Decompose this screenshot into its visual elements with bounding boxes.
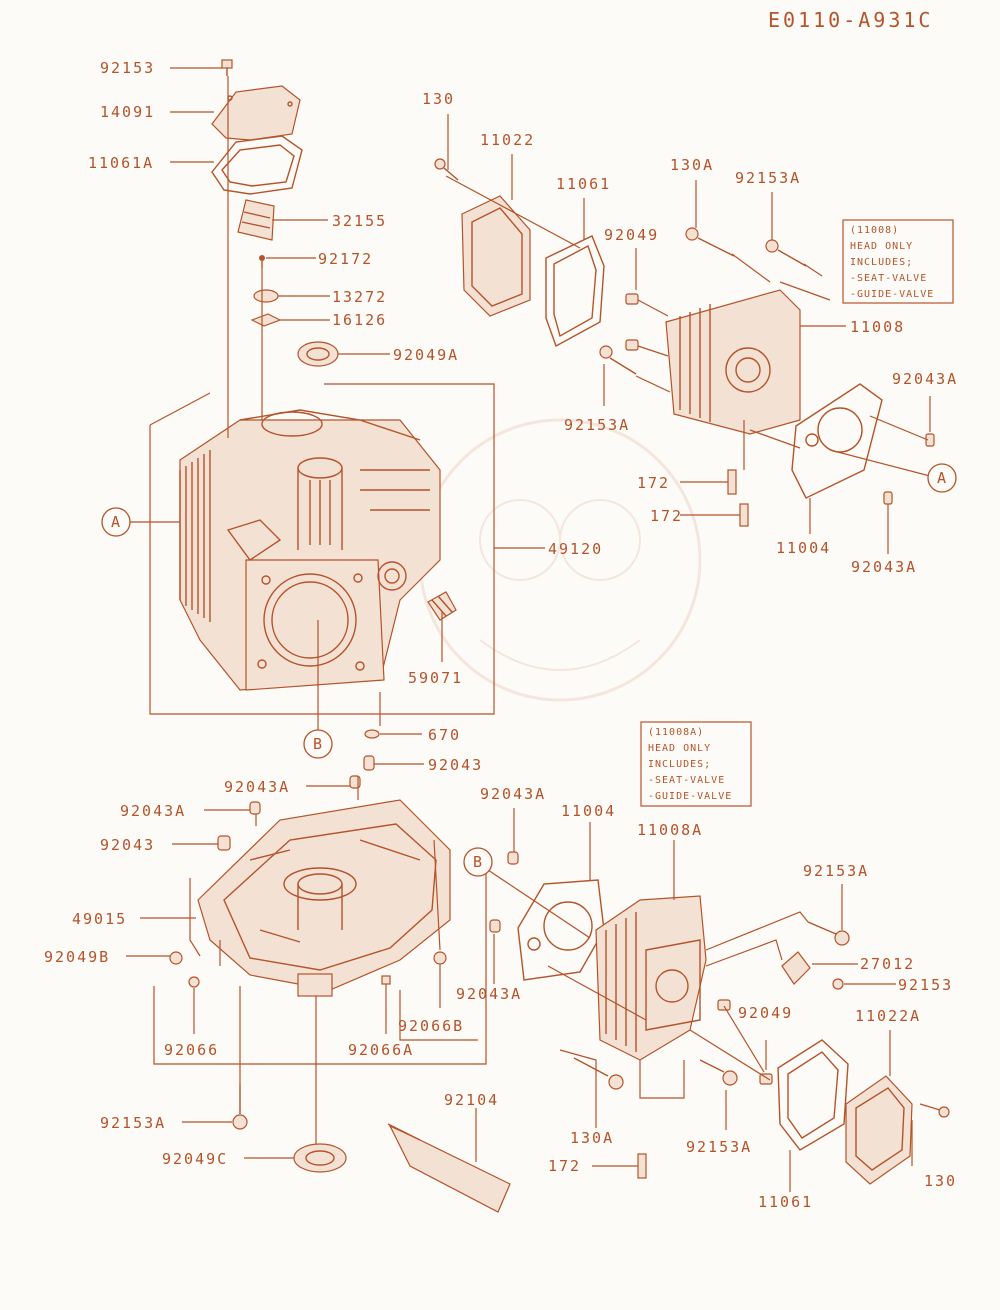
part-label: 11004 <box>561 802 616 820</box>
part-label: 92153 <box>100 59 155 77</box>
part-label: 92043A <box>120 802 186 820</box>
part-label: 92049 <box>604 226 659 244</box>
part-label: 92153A <box>564 416 630 434</box>
part-label: 13272 <box>332 288 387 306</box>
part-label: 92153A <box>100 1114 166 1132</box>
part-label: 32155 <box>332 212 387 230</box>
part-label: 16126 <box>332 311 387 329</box>
part-label: 92153A <box>686 1138 752 1156</box>
watermark-logo <box>418 418 702 702</box>
cover-14091 <box>211 85 301 141</box>
screen-32155 <box>237 199 275 241</box>
note-box-11008: (11008) HEAD ONLY INCLUDES; -SEAT-VALVE … <box>842 219 954 304</box>
svg-text:-GUIDE-VALVE: -GUIDE-VALVE <box>850 289 934 300</box>
part-label: 130A <box>570 1129 614 1147</box>
svg-text:B: B <box>473 853 482 871</box>
part-label: 59071 <box>408 669 463 687</box>
head-gasket-11004 <box>791 383 883 499</box>
part-label: 92066B <box>398 1017 464 1035</box>
part-label: 92153A <box>803 862 869 880</box>
part-label: 49015 <box>72 910 127 928</box>
part-label: 92066A <box>348 1041 414 1059</box>
svg-text:B: B <box>313 735 322 753</box>
svg-text:INCLUDES;: INCLUDES; <box>850 257 913 268</box>
part-label: 92043A <box>480 785 546 803</box>
svg-text:(11008A): (11008A) <box>648 727 704 738</box>
svg-text:(11008): (11008) <box>850 225 899 236</box>
part-label: 11061A <box>88 154 154 172</box>
reference-circle-a-right: A <box>927 463 957 493</box>
part-label: 11008A <box>637 821 703 839</box>
part-label: 11008 <box>850 318 905 336</box>
diagram-code: E0110-A931C <box>768 8 933 32</box>
valve-cover-11022 <box>461 195 531 317</box>
part-label: 92043A <box>851 558 917 576</box>
spring-59071 <box>427 591 457 621</box>
part-label: 11022 <box>480 131 535 149</box>
svg-text:HEAD ONLY: HEAD ONLY <box>850 241 913 252</box>
part-label: 49120 <box>548 540 603 558</box>
crankcase-cover-assembly-49015 <box>126 775 511 1213</box>
svg-text:-SEAT-VALVE: -SEAT-VALVE <box>850 273 927 284</box>
part-label: 92043 <box>100 836 155 854</box>
part-label: 11061 <box>758 1193 813 1211</box>
part-label: 172 <box>650 507 683 525</box>
part-label: 92043A <box>892 370 958 388</box>
part-label: 92172 <box>318 250 373 268</box>
svg-text:-SEAT-VALVE: -SEAT-VALVE <box>648 775 725 786</box>
part-label: 92049C <box>162 1150 228 1168</box>
svg-text:A: A <box>111 513 120 531</box>
valve-cover-11022A <box>845 1075 913 1185</box>
part-label: 11022A <box>855 1007 921 1025</box>
gasket-11061 <box>545 235 605 348</box>
note-box-11008a: (11008A) HEAD ONLY INCLUDES; -SEAT-VALVE… <box>640 721 752 807</box>
reference-circle-a-left: A <box>101 507 131 537</box>
part-label: 92066 <box>164 1041 219 1059</box>
part-label: 670 <box>428 726 461 744</box>
part-label: 14091 <box>100 103 155 121</box>
svg-text:A: A <box>937 469 946 487</box>
sealant-tube-92104 <box>387 1123 511 1213</box>
part-label: 92104 <box>444 1091 499 1109</box>
part-label: 172 <box>637 474 670 492</box>
part-label: 92043A <box>224 778 290 796</box>
part-label: 11061 <box>556 175 611 193</box>
svg-text:INCLUDES;: INCLUDES; <box>648 759 711 770</box>
reference-circle-b-lower: B <box>463 847 493 877</box>
oil-seal-92049A <box>297 341 339 367</box>
part-label: 92049 <box>738 1004 793 1022</box>
crankcase-49120 <box>179 409 441 691</box>
svg-text:-GUIDE-VALVE: -GUIDE-VALVE <box>648 791 732 802</box>
part-labels: 92153 14091 11061A 32155 92172 13272 161… <box>44 59 958 1211</box>
part-label: 92153A <box>735 169 801 187</box>
reference-circle-b-upper: B <box>303 729 333 759</box>
part-label: 172 <box>548 1157 581 1175</box>
crankcase-assembly <box>130 59 545 771</box>
part-label: 27012 <box>860 955 915 973</box>
part-label: 92049A <box>393 346 459 364</box>
part-label: 92049B <box>44 948 110 966</box>
oil-seal-92049C <box>293 1143 347 1173</box>
part-label: 130 <box>924 1172 957 1190</box>
gasket-11061-lower <box>777 1039 849 1151</box>
part-label: 130A <box>670 156 714 174</box>
cylinder-head-assembly-11008A <box>487 808 950 1192</box>
cylinder-head-assembly-11008 <box>434 114 935 554</box>
screw-92153-top <box>221 59 233 76</box>
part-label: 92153 <box>898 976 953 994</box>
svg-text:HEAD ONLY: HEAD ONLY <box>648 743 711 754</box>
part-label: 130 <box>422 90 455 108</box>
part-label: 92043A <box>456 985 522 1003</box>
part-label: 92043 <box>428 756 483 774</box>
part-label: 11004 <box>776 539 831 557</box>
